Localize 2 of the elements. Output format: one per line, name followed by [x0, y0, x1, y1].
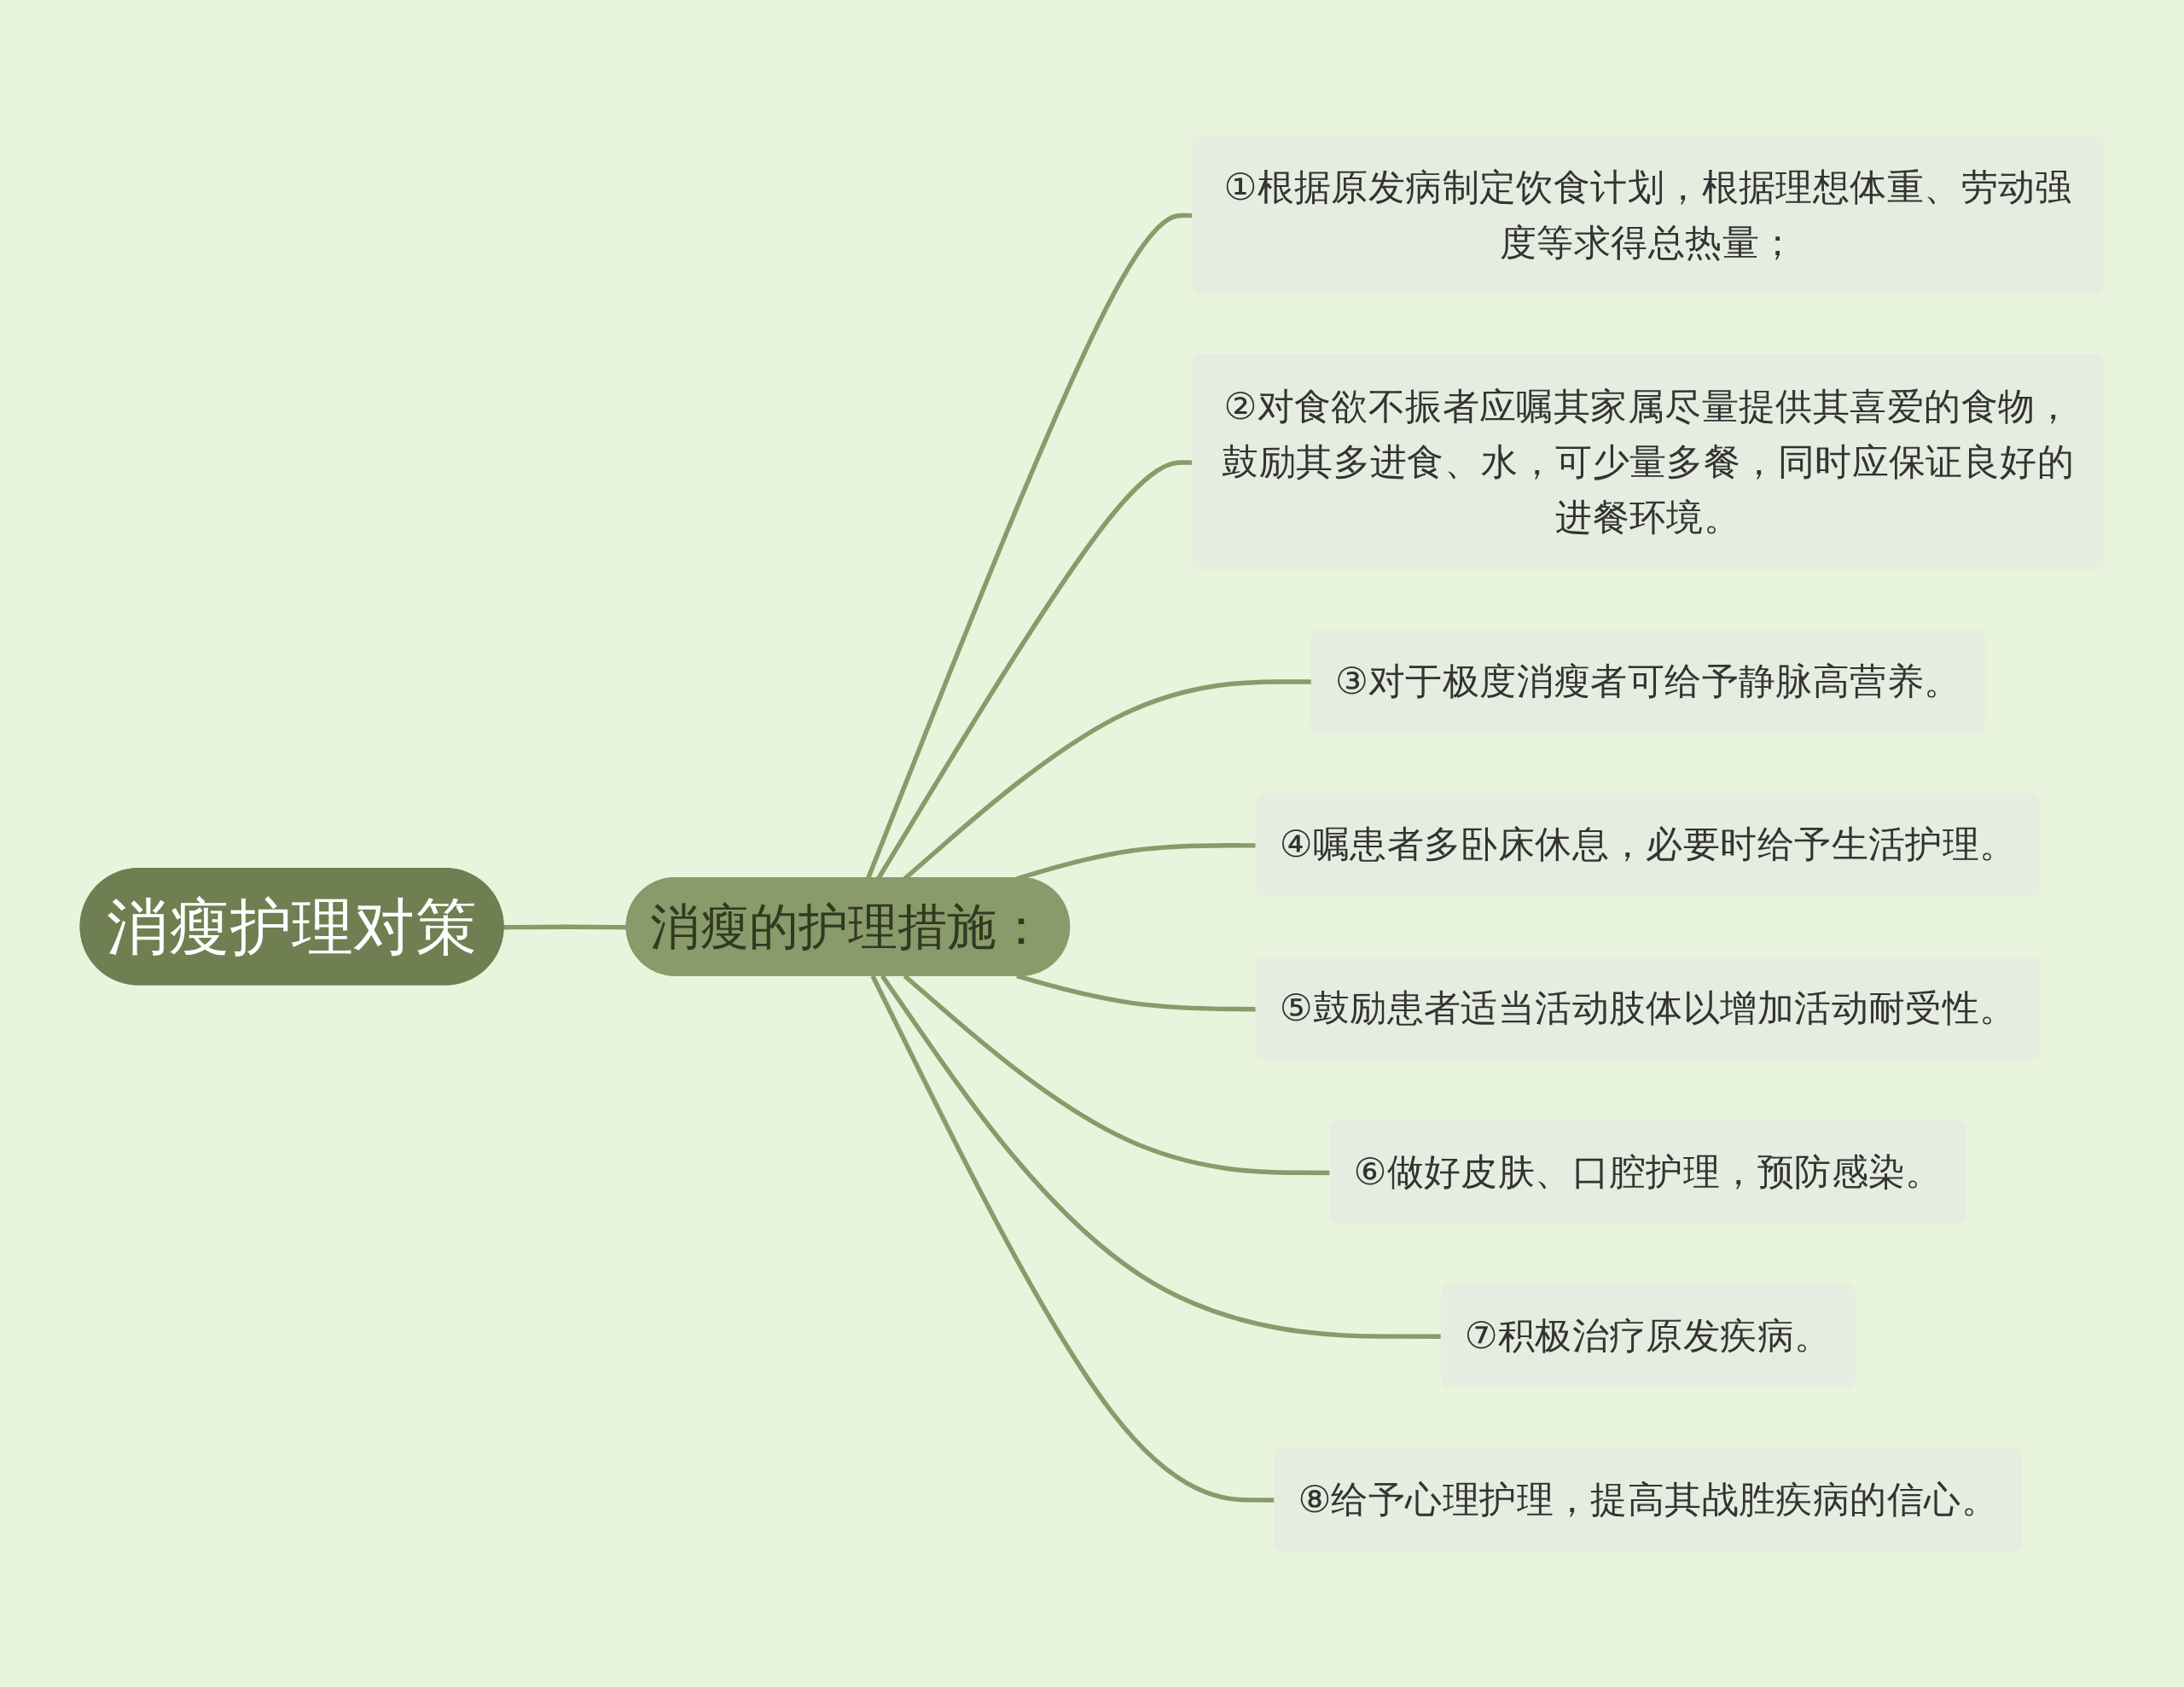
connector — [1016, 974, 1258, 1012]
connector — [503, 924, 628, 930]
